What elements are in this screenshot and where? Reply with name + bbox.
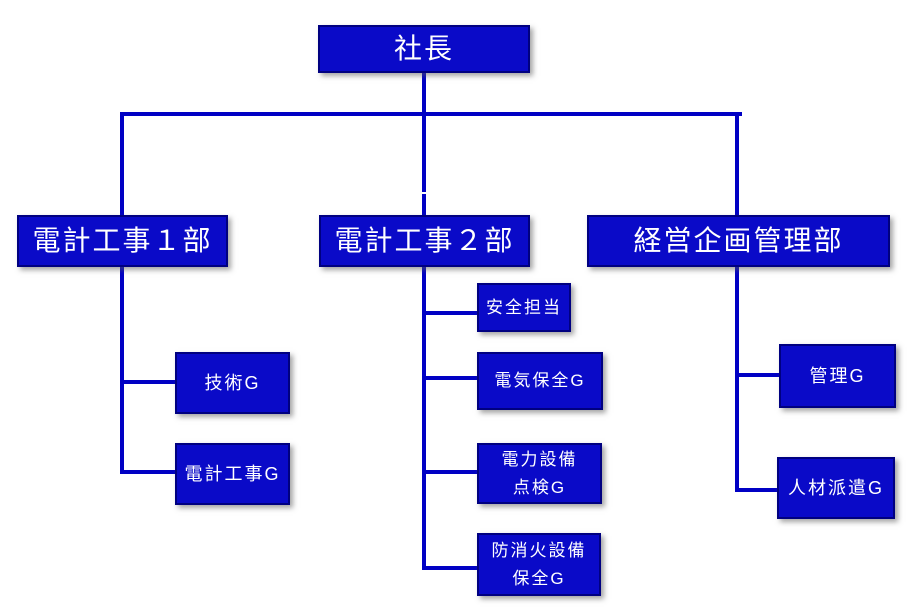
fire-equipment-maintenance-group-box: 防消火設備 保全G — [477, 533, 601, 596]
connector-denryoku-branch — [422, 470, 479, 474]
connector-denkei-g-branch — [120, 470, 177, 474]
connector-dept2-drop-lower — [422, 194, 426, 217]
electric-maintenance-group-box: 電気保全G — [477, 352, 603, 410]
connector-dept2-drop-upper — [422, 116, 426, 192]
denkei-koji-group-box: 電計工事G — [175, 443, 290, 505]
connector-bousyouka-branch — [422, 566, 479, 570]
connector-president-stem — [422, 73, 426, 115]
connector-kanri-branch — [735, 373, 781, 377]
president-box: 社長 — [318, 25, 530, 73]
dept-keiei-kikaku-kanri-box: 経営企画管理部 — [587, 215, 890, 267]
connector-main-horizontal — [120, 112, 742, 116]
connector-dept3-spine — [735, 267, 739, 492]
connector-dept2-spine — [422, 267, 426, 570]
tech-group-box: 技術G — [175, 352, 290, 414]
connector-tech-branch — [120, 380, 177, 384]
dept-denkei-koji-2-box: 電計工事２部 — [319, 215, 530, 267]
connector-dept3-drop — [735, 112, 739, 217]
power-equipment-inspection-group-box: 電力設備 点検G — [477, 443, 602, 504]
connector-jinzai-branch — [735, 488, 779, 492]
safety-charge-box: 安全担当 — [477, 283, 571, 332]
admin-group-box: 管理G — [779, 344, 896, 408]
connector-denki-hozen-branch — [422, 376, 479, 380]
staffing-group-box: 人材派遣G — [777, 457, 895, 519]
connector-dept1-drop — [120, 112, 124, 217]
connector-dept1-spine — [120, 267, 124, 474]
dept-denkei-koji-1-box: 電計工事１部 — [17, 215, 228, 267]
connector-anzen-branch — [422, 311, 479, 315]
